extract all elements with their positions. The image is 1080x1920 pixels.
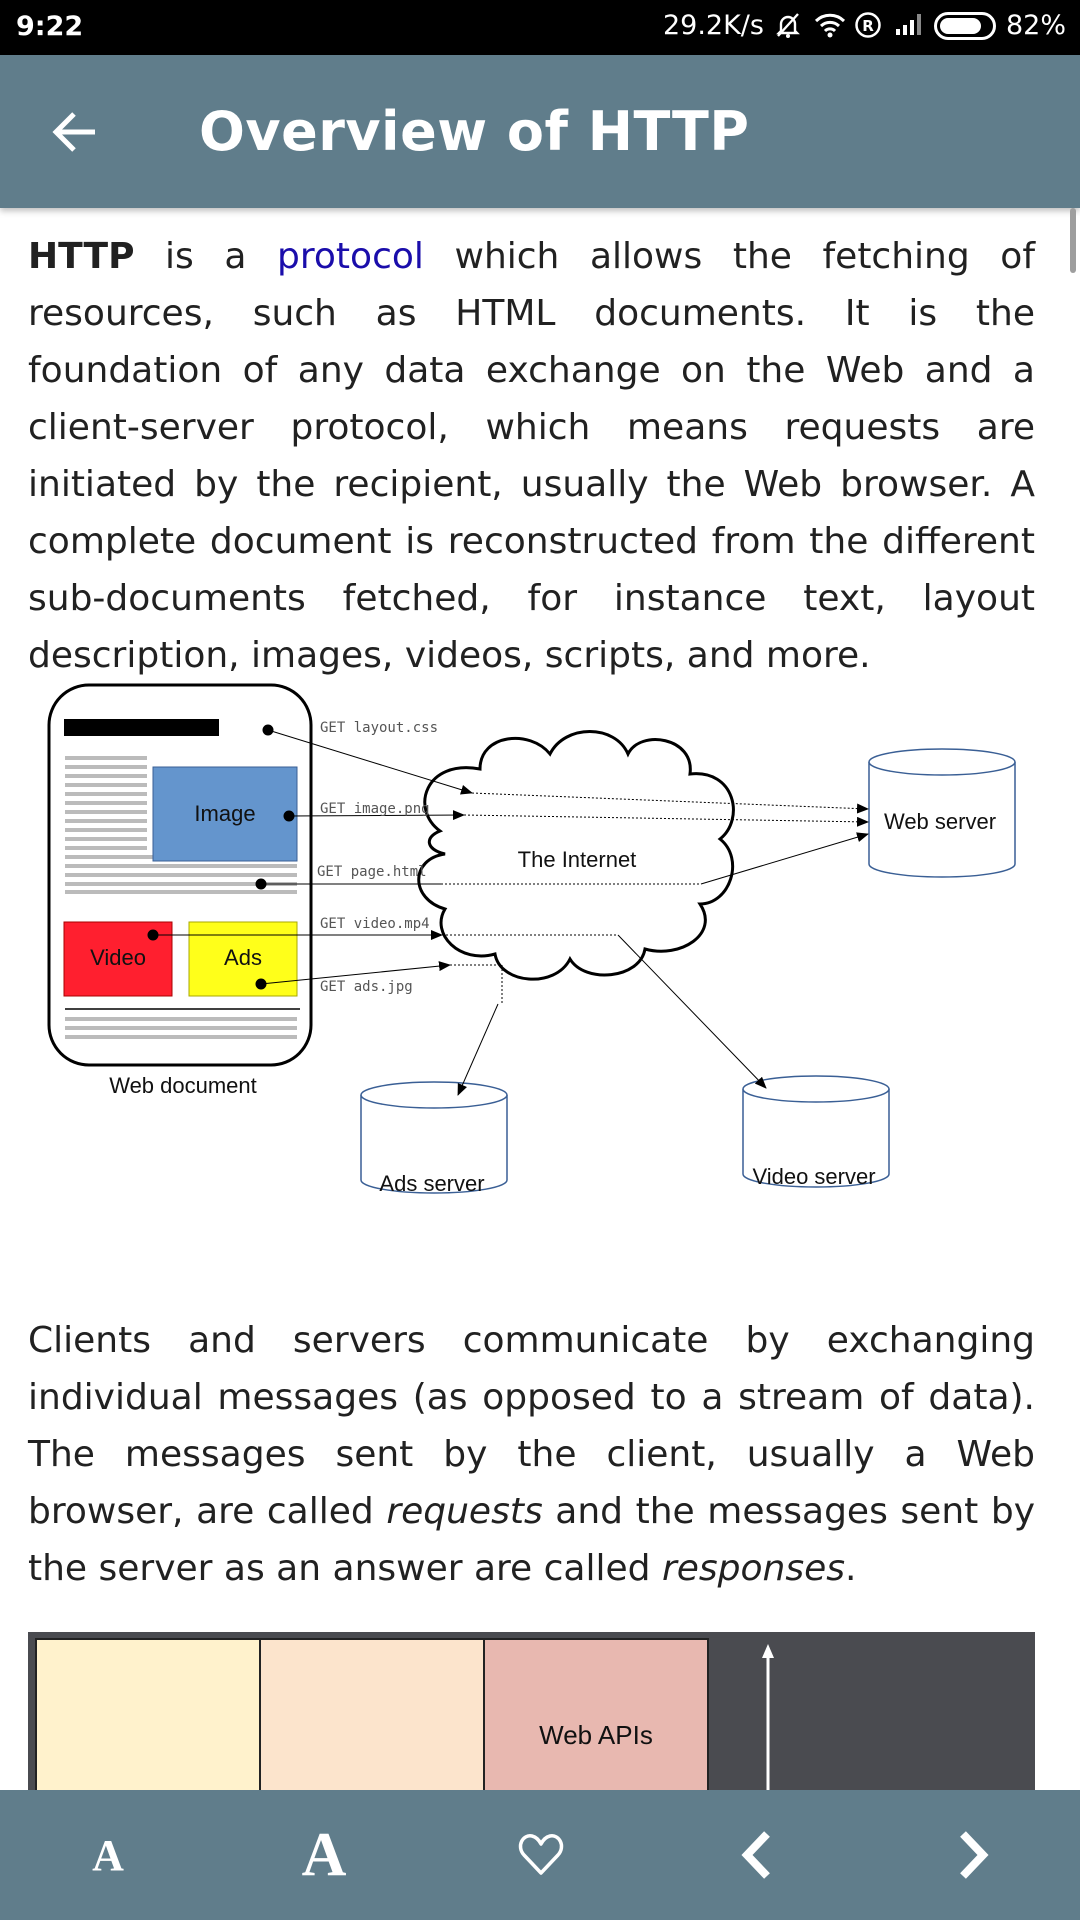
heart-outline-icon [518, 1834, 564, 1875]
ads-label: Ads [224, 945, 262, 970]
app-bar: Overview of HTTP [0, 55, 1080, 208]
arrow-left-icon [52, 112, 95, 152]
web-document-device: Image Video Ads Web document [47, 683, 313, 1098]
battery-percent: 82% [1005, 10, 1066, 41]
term-requests: requests [386, 1491, 543, 1532]
stack-column-web-apis [483, 1638, 709, 1790]
protocol-stack-diagram: Web APIs [28, 1632, 1035, 1790]
video-server-label: Video server [752, 1164, 875, 1189]
chevron-right-icon [960, 1831, 989, 1879]
status-time: 9:22 [16, 11, 84, 42]
back-button[interactable] [40, 97, 110, 167]
text-segment: . [845, 1548, 857, 1589]
decrease-font-button[interactable]: A [48, 1790, 168, 1920]
image-label: Image [194, 801, 255, 826]
ads-server: Ads server [360, 1081, 508, 1196]
image-block [152, 766, 298, 862]
request-label: GET ads.jpg [320, 979, 413, 995]
registered-icon: R [854, 11, 884, 41]
page-title: Overview of HTTP [199, 100, 750, 163]
request-label: GET video.mp4 [320, 916, 430, 932]
internet-label: The Internet [518, 847, 637, 872]
request-label: GET page.html [317, 864, 427, 880]
web-server: Web server [868, 748, 1016, 878]
term-http: HTTP [28, 236, 135, 277]
intro-paragraph: HTTP is a protocol which allows the fetc… [28, 228, 1035, 684]
previous-page-button[interactable] [697, 1790, 817, 1920]
chevron-left-icon [741, 1831, 770, 1879]
ads-block [188, 921, 298, 997]
status-icons: 29.2K/s R 82% [663, 10, 1066, 41]
font-small-icon: A [92, 1830, 124, 1880]
text-segment: is a [134, 236, 278, 277]
signal-icon [894, 11, 924, 41]
scrollbar[interactable] [1070, 208, 1076, 273]
web-apis-label: Web APIs [539, 1720, 653, 1750]
protocol-link[interactable]: protocol [277, 236, 424, 277]
internet-cloud: The Internet [417, 730, 735, 981]
favorite-button[interactable] [481, 1790, 601, 1920]
font-large-icon: A [301, 1820, 347, 1889]
text-segment: and the messages sent by the server as a… [28, 1491, 1035, 1589]
next-page-button[interactable] [913, 1790, 1033, 1920]
web-server-label: Web server [884, 809, 996, 834]
svg-text:R: R [862, 17, 874, 35]
battery-icon [933, 11, 996, 40]
article-content[interactable]: HTTP is a protocol which allows the fetc… [0, 208, 1080, 1790]
increase-font-button[interactable]: A [264, 1790, 384, 1920]
request-arrows [147, 724, 869, 1096]
term-responses: responses [661, 1548, 845, 1589]
bottom-toolbar: A A [0, 1790, 1080, 1920]
video-server: Video server [742, 1075, 890, 1189]
status-bar: 9:22 29.2K/s R 82% [0, 0, 1080, 55]
stack-column [259, 1638, 485, 1790]
network-speed: 29.2K/s [662, 10, 764, 41]
request-label: GET layout.css [320, 720, 438, 736]
video-label: Video [90, 945, 146, 970]
ads-server-label: Ads server [379, 1171, 484, 1196]
messages-paragraph: Clients and servers communicate by excha… [28, 1312, 1035, 1597]
mute-bell-icon [774, 11, 804, 41]
text-segment: Clients and servers communicate by excha… [28, 1320, 1035, 1532]
stack-column [35, 1638, 261, 1790]
wifi-icon [814, 11, 846, 41]
text-segment: which allows the fetching of resources, … [28, 236, 1036, 676]
web-document-label: Web document [109, 1073, 257, 1098]
request-label: GET image.png [320, 801, 430, 817]
http-fetch-diagram: Image Video Ads Web document The Interne… [47, 683, 1016, 1196]
